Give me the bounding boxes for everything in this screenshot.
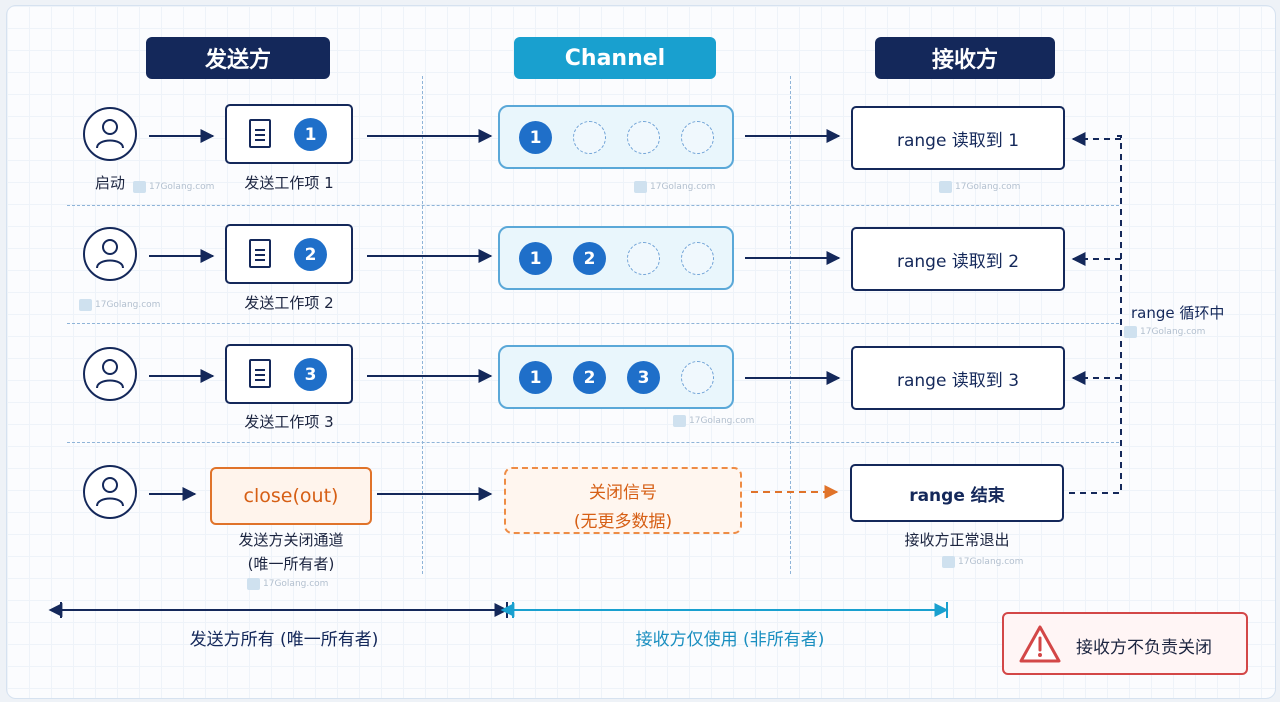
warning-box: 接收方不负责关闭 — [1002, 612, 1248, 675]
send-label: 发送工作项 3 — [244, 413, 334, 431]
item-number: 2 — [294, 238, 327, 271]
watermark: 17Golang.com — [673, 415, 754, 427]
receiver-box: range 读取到 3 — [851, 346, 1065, 410]
channel-buffer: 1 — [498, 105, 734, 169]
user-icon — [83, 465, 137, 519]
row-separator — [67, 442, 1119, 443]
empty-slot — [573, 121, 606, 154]
empty-slot — [681, 242, 714, 275]
empty-slot — [681, 361, 714, 394]
user-icon — [83, 227, 137, 281]
receiver-box: range 读取到 1 — [851, 106, 1065, 170]
loop-bracket — [1069, 135, 1122, 494]
signal-line2: (无更多数据) — [573, 512, 673, 532]
sender-header: 发送方 — [146, 37, 330, 79]
watermark: 17Golang.com — [942, 556, 1023, 568]
item-number: 3 — [294, 358, 327, 391]
close-action-box: close(out) — [210, 467, 372, 525]
item-number: 1 — [294, 118, 327, 151]
receiver-header: 接收方 — [875, 37, 1055, 79]
buffer-item: 1 — [519, 361, 552, 394]
watermark: 17Golang.com — [247, 578, 328, 590]
empty-slot — [681, 121, 714, 154]
send-item-box: 3 — [225, 344, 353, 404]
receiver-exit-caption: 接收方正常退出 — [904, 531, 1010, 549]
diagram-canvas: 发送方 Channel 接收方 — [6, 5, 1276, 699]
send-item-box: 1 — [225, 104, 353, 164]
buffer-item: 1 — [519, 242, 552, 275]
document-icon — [249, 359, 271, 388]
buffer-item: 2 — [573, 242, 606, 275]
start-label: 启动 — [94, 174, 125, 192]
row-separator — [67, 323, 1119, 324]
column-separator — [790, 76, 791, 574]
receiver-usage-label: 接收方仅使用 (非所有者) — [635, 630, 825, 650]
watermark: 17Golang.com — [133, 181, 214, 193]
close-caption-line2: (唯一所有者) — [247, 555, 335, 573]
send-item-box: 2 — [225, 224, 353, 284]
empty-slot — [627, 242, 660, 275]
channel-buffer: 1 2 3 — [498, 345, 734, 409]
user-icon — [83, 107, 137, 161]
document-icon — [249, 119, 271, 148]
receiver-end-box: range 结束 — [850, 464, 1064, 522]
watermark: 17Golang.com — [634, 181, 715, 193]
channel-buffer: 1 2 — [498, 226, 734, 290]
buffer-item: 2 — [573, 361, 606, 394]
document-icon — [249, 239, 271, 268]
user-icon — [83, 347, 137, 401]
signal-line1: 关闭信号 — [589, 483, 657, 503]
loop-label: range 循环中 — [1131, 304, 1225, 322]
close-signal-box: 关闭信号 (无更多数据) — [504, 467, 742, 534]
column-separator — [422, 76, 423, 574]
warning-icon — [1019, 625, 1061, 663]
send-label: 发送工作项 2 — [244, 294, 334, 312]
close-caption-line1: 发送方关闭通道 — [238, 531, 344, 549]
send-label: 发送工作项 1 — [244, 174, 334, 192]
empty-slot — [627, 121, 660, 154]
watermark: 17Golang.com — [79, 299, 160, 311]
buffer-item: 1 — [519, 121, 552, 154]
channel-header: Channel — [514, 37, 716, 79]
watermark: 17Golang.com — [939, 181, 1020, 193]
connector-layer — [48, 129, 1122, 618]
buffer-item: 3 — [627, 361, 660, 394]
warning-text: 接收方不负责关闭 — [1076, 638, 1212, 658]
receiver-box: range 读取到 2 — [851, 227, 1065, 291]
watermark: 17Golang.com — [1124, 326, 1205, 338]
sender-ownership-label: 发送方所有 (唯一所有者) — [189, 630, 379, 650]
row-separator — [67, 205, 1119, 206]
